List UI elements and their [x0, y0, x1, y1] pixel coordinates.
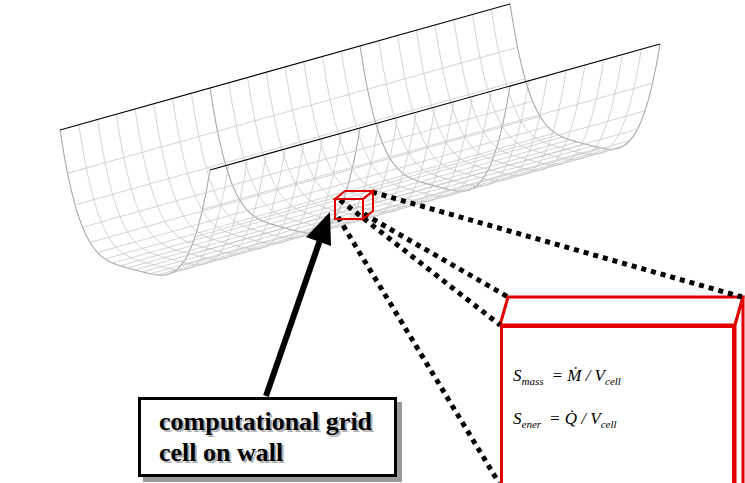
wall-grid: [60, 4, 660, 275]
grid-line: [143, 146, 593, 272]
arrow-head: [306, 212, 331, 246]
grid-line: [195, 111, 645, 237]
grid-line: [113, 137, 563, 263]
equation: Smass = Ṁ / Vcell: [513, 366, 621, 387]
rim-line: [60, 4, 510, 130]
cell-front: [335, 199, 363, 219]
pointer-arrow: [266, 212, 331, 396]
rim-line: [210, 44, 660, 170]
callout-box: computational grid cell on wall: [138, 397, 397, 477]
grid-line: [188, 129, 638, 255]
grid-line: [68, 47, 518, 173]
equation-term: = Q̇ / V: [549, 409, 601, 428]
cell-cube-face: Smass= Ṁ / VcellSener= Q̇ / Vcell: [500, 325, 735, 483]
equation-subscript: cell: [601, 418, 617, 430]
zoom-line: [364, 214, 508, 297]
callout-text: computational grid cell on wall: [159, 406, 376, 468]
equation-term: S: [513, 409, 522, 428]
grid-line: [128, 142, 578, 268]
cell-side: [363, 191, 373, 219]
equation: Sener = Q̇ / Vcell: [513, 409, 617, 430]
zoom-line: [372, 192, 742, 297]
grid-line: [158, 149, 608, 275]
equation-term: = Ṁ / V: [552, 366, 606, 385]
cube-top: [500, 297, 743, 325]
grid-line: [105, 133, 555, 259]
equation-subscript: mass: [522, 375, 544, 387]
grid-line: [173, 147, 623, 273]
grid-line: [98, 127, 548, 253]
grid-line: [150, 148, 600, 274]
arrow-shaft: [266, 240, 320, 396]
equation-subscript: cell: [605, 375, 621, 387]
equation-term: S: [513, 366, 522, 385]
small-cell: [335, 191, 373, 219]
equation-subscript: ener: [522, 418, 542, 430]
grid-line: [120, 140, 570, 266]
grid-line: [75, 79, 525, 205]
cube-side: [735, 297, 743, 483]
grid-line: [203, 83, 653, 209]
